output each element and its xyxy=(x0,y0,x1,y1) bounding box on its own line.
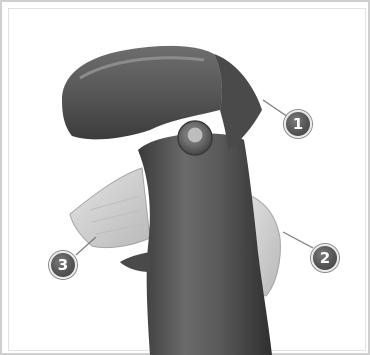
hat-switch-center xyxy=(187,127,203,143)
callout-3-badge: 3 xyxy=(49,251,77,279)
callout-2-badge: 2 xyxy=(311,244,339,272)
leader-line-1 xyxy=(263,100,288,117)
grip-side-nub xyxy=(120,252,150,272)
callout-1-badge: 1 xyxy=(284,110,312,138)
left-paddle xyxy=(70,168,150,248)
leader-line-2 xyxy=(283,232,313,248)
grip-shaft xyxy=(138,133,272,355)
